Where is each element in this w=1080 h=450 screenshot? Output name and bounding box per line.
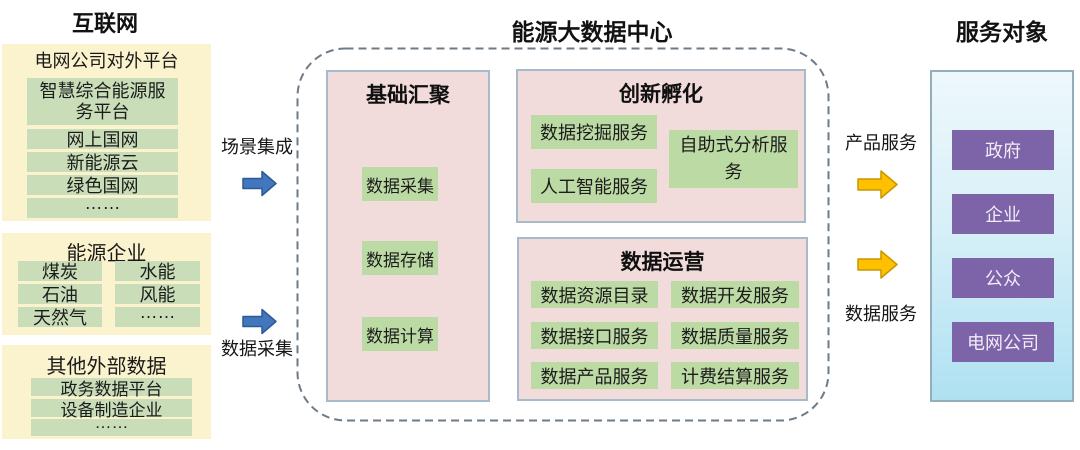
list-item: 人工智能服务 — [531, 169, 657, 203]
list-item: 自助式分析服务 — [669, 130, 798, 188]
base-aggregation-title: 基础汇聚 — [366, 84, 450, 107]
list-item: 天然气 — [18, 307, 102, 328]
service-item: 政府 — [952, 130, 1054, 170]
energy-enterprise-group-title: 能源企业 — [66, 243, 147, 265]
arrow-right-icon — [857, 250, 898, 279]
data-collection-label: 数据采集 — [221, 339, 293, 359]
energy-enterprise-group: 能源企业 煤炭 水能 石油 风能 天然气 …… — [2, 233, 211, 335]
ellipsis-item: …… — [115, 302, 200, 327]
list-item: 数据产品服务 — [531, 362, 658, 389]
service-item: 公众 — [952, 258, 1054, 298]
list-item: 数据计算 — [362, 317, 438, 351]
list-item: 新能源云 — [27, 152, 178, 173]
list-item: 数据资源目录 — [531, 281, 658, 308]
list-item: 水能 — [115, 261, 200, 282]
list-item: 数据挖掘服务 — [531, 115, 657, 149]
other-external-group: 其他外部数据 政务数据平台 设备制造企业 …… — [2, 345, 211, 439]
internet-title: 互联网 — [71, 11, 138, 36]
arrow-right-icon — [857, 170, 898, 199]
hub-dashed-border — [296, 47, 830, 422]
ellipsis-item: …… — [27, 193, 178, 218]
list-item: 煤炭 — [18, 261, 102, 282]
data-service-label: 数据服务 — [845, 304, 917, 324]
service-item: 电网公司 — [952, 322, 1054, 362]
innovation-incubation-title: 创新孵化 — [619, 83, 703, 106]
list-item: 政务数据平台 — [31, 378, 192, 399]
grid-platform-group-title: 电网公司对外平台 — [34, 51, 179, 71]
innovation-incubation-box: 创新孵化 数据挖掘服务 自助式分析服务 人工智能服务 — [516, 69, 806, 223]
list-item: 石油 — [18, 284, 102, 305]
list-item: 数据开发服务 — [671, 281, 799, 308]
list-item: 数据采集 — [362, 167, 438, 201]
list-item: 数据质量服务 — [671, 322, 799, 349]
service-item: 企业 — [952, 194, 1054, 234]
list-item: 智慧综合能源服务平台 — [27, 78, 178, 125]
other-external-group-title: 其他外部数据 — [46, 356, 167, 378]
list-item: 风能 — [115, 284, 200, 305]
arrow-right-icon — [242, 308, 277, 335]
base-aggregation-box: 基础汇聚 数据采集 数据存储 数据计算 — [326, 70, 490, 402]
product-service-label: 产品服务 — [845, 133, 917, 153]
data-operation-title: 数据运营 — [620, 251, 705, 274]
grid-platform-group: 电网公司对外平台 智慧综合能源服务平台 网上国网 新能源云 绿色国网 …… — [2, 44, 211, 221]
list-item: 计费结算服务 — [671, 362, 799, 389]
list-item: 绿色国网 — [27, 175, 178, 196]
scene-integration-label: 场景集成 — [221, 137, 293, 157]
data-operation-box: 数据运营 数据资源目录 数据开发服务 数据接口服务 数据质量服务 数据产品服务 … — [517, 237, 808, 401]
hub-title: 能源大数据中心 — [511, 19, 673, 45]
ellipsis-item: …… — [31, 413, 192, 436]
arrow-right-icon — [242, 170, 277, 197]
list-item: 数据存储 — [362, 241, 438, 275]
service-target-title: 服务对象 — [956, 19, 1048, 45]
list-item: 数据接口服务 — [531, 322, 658, 349]
service-target-panel: 政府 企业 公众 电网公司 — [930, 70, 1074, 402]
list-item: 设备制造企业 — [31, 399, 192, 420]
list-item: 网上国网 — [27, 129, 178, 150]
